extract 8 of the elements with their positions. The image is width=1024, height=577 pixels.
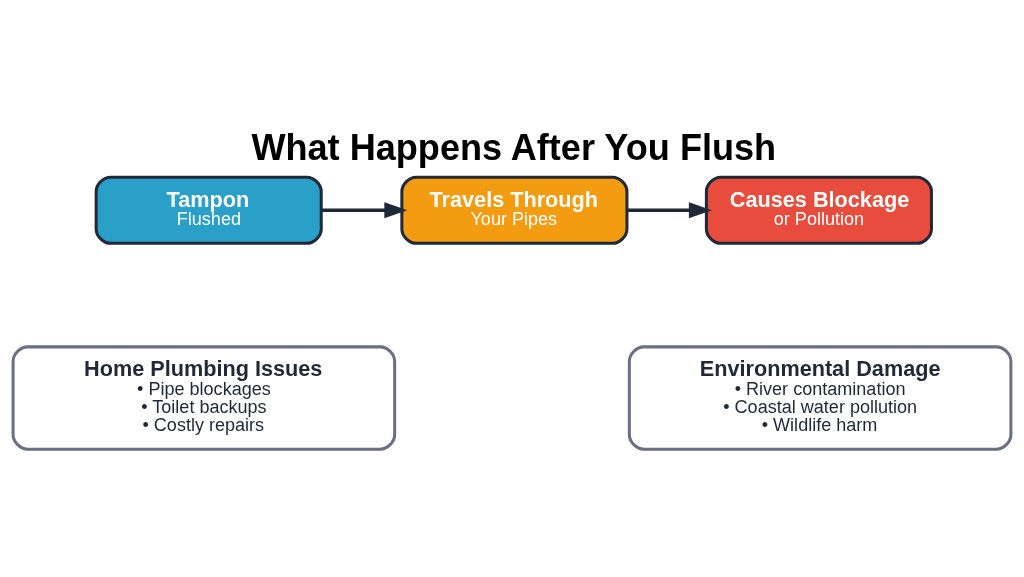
node-box: Tampon Flushed: [94, 175, 323, 245]
node-box: Home Plumbing Issues • Pipe blockages • Toilet backups • Costly repairs: [11, 345, 397, 451]
node-box: Travels Through Your Pipes: [400, 175, 629, 245]
node-box: Environmental Damage • River contamination • Coastal water pollution • Wildlife harm: [627, 345, 1013, 451]
arrow: [321, 202, 408, 219]
node-box: Causes Blockage or Pollution: [704, 175, 933, 245]
diagram-title: What Happens After You Flush: [251, 127, 777, 169]
arrow: [627, 202, 712, 219]
